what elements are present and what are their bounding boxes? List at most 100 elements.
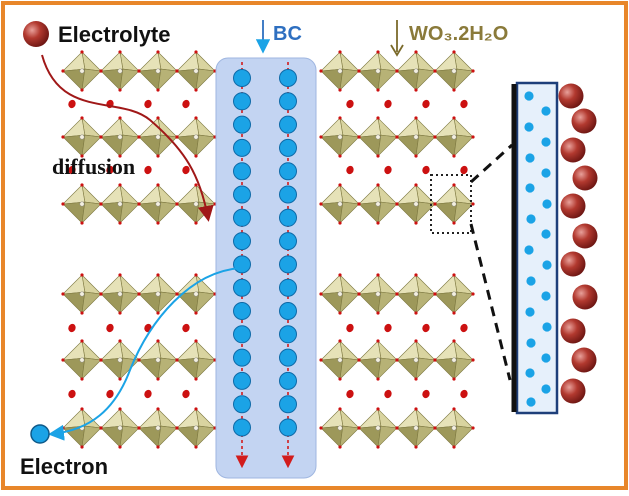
oxygen-atom [452, 221, 456, 225]
oxygen-atom [118, 50, 122, 54]
oxygen-atom [319, 69, 323, 73]
octahedron [61, 116, 103, 158]
tungsten-atom [413, 357, 419, 363]
bc-electron-dot [279, 185, 297, 204]
oxygen-atom [61, 292, 65, 296]
tungsten-atom [375, 291, 381, 297]
octahedron [319, 273, 361, 315]
tungsten-atom [193, 134, 199, 140]
zoom-line-bottom [469, 223, 512, 381]
tungsten-atom [193, 425, 199, 431]
oxygen-atom [376, 339, 380, 343]
octahedron [395, 183, 437, 225]
oxygen-atom [156, 445, 160, 449]
oxygen-atom [156, 88, 160, 92]
tungsten-atom [155, 68, 161, 74]
octahedron-face [377, 201, 398, 224]
octahedron-face [119, 425, 140, 448]
zoom-dot [525, 368, 535, 378]
oxygen-atom [118, 154, 122, 158]
red-sphere-icon [23, 21, 49, 47]
water-molecule [106, 165, 114, 175]
electrolyte-ion [572, 165, 598, 191]
bc-electron-dot [233, 92, 251, 111]
tungsten-atom [117, 425, 123, 431]
tungsten-atom [117, 357, 123, 363]
zoom-dot [525, 183, 535, 193]
octahedron-face [339, 357, 360, 380]
oxygen-atom [80, 116, 84, 120]
oxygen-atom [452, 183, 456, 187]
bc-electron-dots [233, 62, 297, 469]
octahedron-face [339, 291, 360, 314]
bc-electron-dot [233, 138, 251, 157]
octahedron-face [157, 68, 178, 91]
tungsten-atom [413, 201, 419, 207]
oxygen-atom [118, 339, 122, 343]
oxygen-atom [156, 377, 160, 381]
tungsten-atom [79, 201, 85, 207]
oxygen-atom [118, 311, 122, 315]
octahedron-face [415, 134, 436, 157]
blue-dot-icon [30, 424, 50, 444]
oxygen-atom [395, 69, 399, 73]
oxygen-atom [376, 183, 380, 187]
octahedron-face [377, 425, 398, 448]
oxygen-atom [452, 311, 456, 315]
water-molecule [182, 165, 190, 175]
water-molecule [182, 323, 190, 333]
oxygen-atom [156, 407, 160, 411]
oxygen-atom [376, 445, 380, 449]
oxygen-atom [99, 135, 103, 139]
oxygen-atom [194, 311, 198, 315]
octahedron [137, 183, 179, 225]
oxygen-atom [137, 426, 141, 430]
oxygen-atom [156, 116, 160, 120]
octahedron-face [81, 291, 102, 314]
oxygen-atom [338, 407, 342, 411]
octahedron-face [377, 134, 398, 157]
wo3-arrow-head [390, 44, 404, 57]
oxygen-atom [414, 339, 418, 343]
oxygen-atom [433, 292, 437, 296]
oxygen-atom [338, 50, 342, 54]
water-molecule [346, 323, 354, 333]
tungsten-atom [193, 68, 199, 74]
octahedron [99, 116, 141, 158]
zoom-dot [542, 322, 552, 332]
oxygen-atom [395, 358, 399, 362]
oxygen-atom [414, 221, 418, 225]
oxygen-atom [357, 292, 361, 296]
bc-electron-dot [233, 418, 251, 437]
tungsten-atom [337, 357, 343, 363]
tungsten-atom [117, 68, 123, 74]
water-molecule [460, 99, 468, 109]
oxygen-atom [80, 50, 84, 54]
tungsten-atom [451, 425, 457, 431]
oxygen-atom [80, 377, 84, 381]
oxygen-atom [433, 202, 437, 206]
octahedron [357, 116, 399, 158]
oxygen-atom [99, 202, 103, 206]
tungsten-atom [375, 134, 381, 140]
water-molecule [68, 99, 76, 109]
tungsten-atom [375, 68, 381, 74]
bc-electron-dot [233, 208, 251, 227]
octahedron-face [157, 425, 178, 448]
water-molecule [384, 99, 392, 109]
water-molecule [144, 99, 152, 109]
oxygen-atom [338, 445, 342, 449]
tungsten-atom [155, 134, 161, 140]
oxygen-atom [414, 88, 418, 92]
bc-electron-dot [233, 69, 251, 87]
oxygen-atom [452, 339, 456, 343]
oxygen-atom [156, 183, 160, 187]
octahedron-face [119, 201, 140, 224]
octahedron-face [81, 425, 102, 448]
octahedron [99, 273, 141, 315]
zoom-dot [541, 353, 551, 363]
oxygen-atom [357, 202, 361, 206]
octahedron-face [453, 201, 474, 224]
oxygen-atom [118, 407, 122, 411]
